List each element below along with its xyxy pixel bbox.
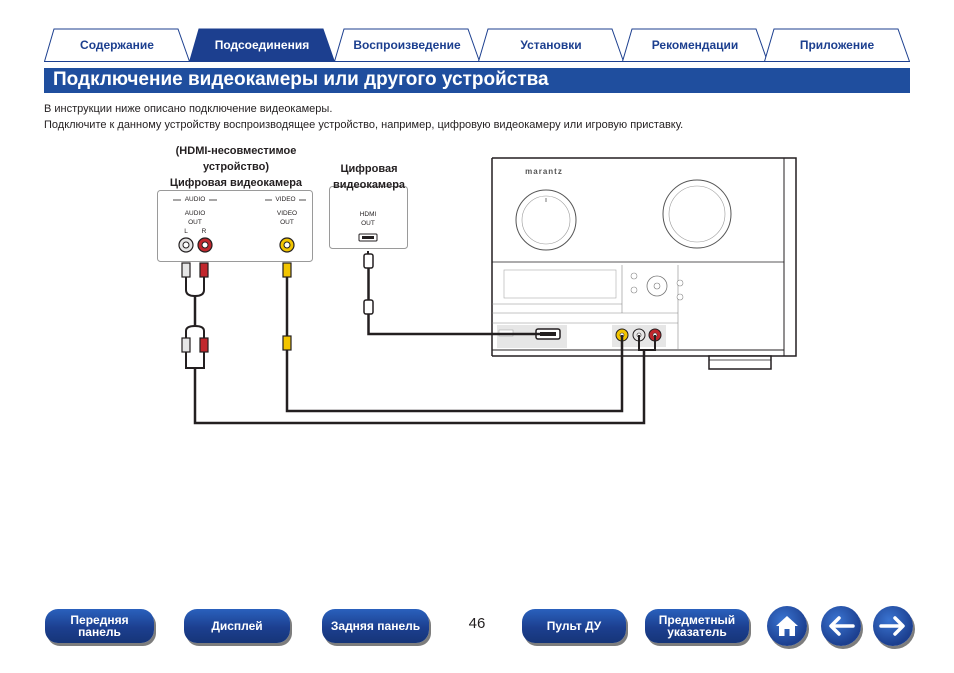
arrow-left-icon: [829, 616, 855, 636]
page-title-bar: Подключение видеокамеры или другого устр…: [44, 68, 910, 93]
audio-r-plug-bottom: [199, 337, 209, 353]
index-label-2: указатель: [667, 625, 727, 639]
rear-panel-label: Задняя панель: [330, 619, 421, 633]
forward-button[interactable]: [873, 606, 913, 646]
video-header: VIDEO: [275, 196, 296, 203]
index-label-1: Предметный: [658, 613, 736, 627]
front-panel-label-1: Передняя: [70, 613, 129, 627]
remote-button[interactable]: Пульт ДУ: [522, 609, 626, 643]
camera2-label-line1: Цифровая: [340, 163, 398, 175]
tab-tips[interactable]: Рекомендации: [622, 28, 768, 62]
camera2-panel: [329, 186, 408, 249]
tab-shape: [764, 28, 910, 62]
rear-panel-button[interactable]: Задняя панель: [322, 609, 429, 643]
tab-label: Приложение: [799, 38, 875, 52]
hdmi-plug-bottom: [363, 299, 374, 315]
tab-appendix[interactable]: Приложение: [764, 28, 910, 62]
camera1-label-line3: Цифровая видеокамера: [169, 177, 303, 189]
tab-shape: [622, 28, 768, 62]
video-plug-top: [282, 262, 292, 278]
audio-l-plug-bottom: [181, 337, 191, 353]
tab-bar: Содержание Подсоединения Воспроизведение…: [44, 28, 910, 62]
intro-line-2: Подключите к данному устройству воспроиз…: [44, 119, 684, 131]
video-cable: [285, 335, 624, 413]
tab-playback[interactable]: Воспроизведение: [334, 28, 480, 62]
receiver-brand-logo: marantz: [525, 167, 563, 176]
video-out-label-1: VIDEO: [276, 210, 298, 217]
display-label: Дисплей: [211, 619, 263, 633]
audio-l-jack-core: [182, 241, 190, 249]
tab-baseline: [44, 61, 910, 62]
audio-header: AUDIO: [184, 196, 206, 203]
audio-cable: [193, 350, 646, 425]
tab-settings[interactable]: Установки: [478, 28, 624, 62]
camera2-label-line2: видеокамера: [332, 179, 406, 191]
tab-label: Установки: [520, 38, 582, 52]
video-plug-bottom: [282, 335, 292, 351]
home-icon: [776, 616, 798, 636]
audio-r-jack-core: [201, 241, 209, 249]
tab-label: Воспроизведение: [353, 38, 461, 52]
index-button[interactable]: Предметный указатель: [645, 609, 749, 643]
camera1-label-line2: устройство): [202, 161, 270, 173]
remote-label: Пульт ДУ: [546, 619, 602, 633]
tab-shape: [478, 28, 624, 62]
tab-shape: [44, 28, 190, 62]
display-button[interactable]: Дисплей: [184, 609, 290, 643]
video-out-label-2: OUT: [280, 219, 294, 226]
front-panel-button[interactable]: Передняя панель: [45, 609, 154, 643]
camera1-label-line1: (HDMI-несовместимое: [175, 145, 297, 157]
audio-out-label-2: OUT: [188, 219, 202, 226]
tab-shape: [189, 28, 335, 62]
hdmi-cable: [367, 314, 540, 336]
hdmi-out-port-inner: [362, 236, 374, 239]
hdmi-plug-top: [363, 253, 374, 269]
page-title: Подключение видеокамеры или другого устр…: [53, 69, 549, 90]
audio-out-label-1: AUDIO: [184, 210, 206, 217]
audio-l-plug-top: [181, 262, 191, 278]
page-number: 46: [468, 615, 486, 632]
receiver-display: [503, 269, 617, 299]
front-panel-label-2: панель: [78, 625, 121, 639]
tab-label: Содержание: [80, 38, 154, 52]
audio-r-plug-top: [199, 262, 209, 278]
home-button[interactable]: [767, 606, 807, 646]
tab-label: Рекомендации: [651, 38, 739, 52]
receiver-foot: [708, 355, 772, 370]
hdmi-out-label-1: HDMI: [359, 211, 377, 218]
intro-line-1: В инструкции ниже описано подключение ви…: [44, 103, 333, 115]
tab-connections[interactable]: Подсоединения: [189, 28, 335, 62]
tab-shape: [334, 28, 480, 62]
audio-l-label: L: [184, 228, 188, 235]
tab-contents[interactable]: Содержание: [44, 28, 190, 62]
camera1-panel: [157, 190, 313, 262]
hdmi-out-label-2: OUT: [361, 220, 375, 227]
arrow-right-icon: [879, 616, 905, 636]
video-jack-core: [283, 241, 291, 249]
audio-r-label: R: [201, 228, 207, 235]
tab-label: Подсоединения: [214, 38, 310, 52]
back-button[interactable]: [821, 606, 861, 646]
